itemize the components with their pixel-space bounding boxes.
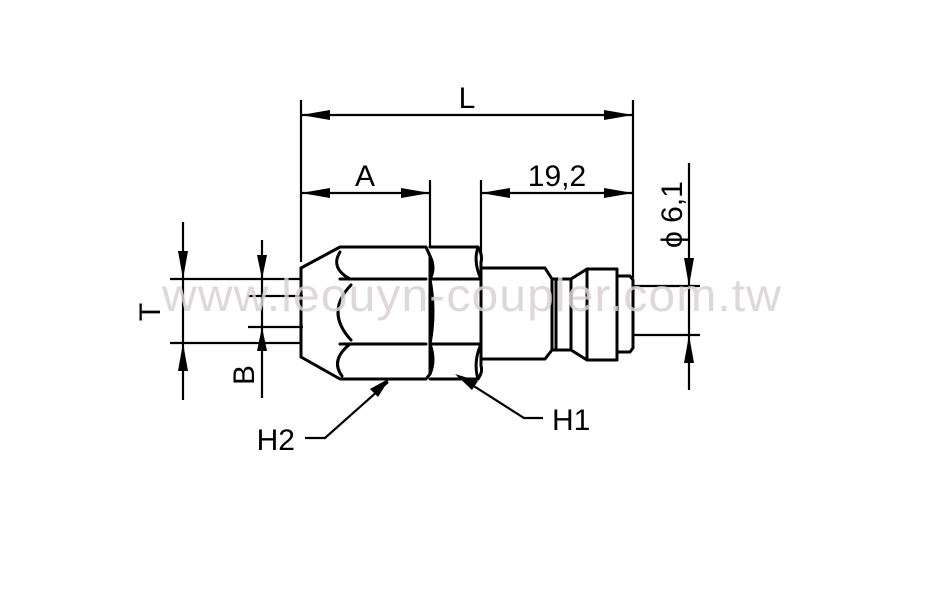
label-B: B <box>228 365 261 385</box>
leader-h1: H1 <box>455 374 590 437</box>
dimension-diameter: ϕ 6,1 <box>633 163 700 390</box>
label-19-2: 19,2 <box>528 160 586 193</box>
label-L: L <box>459 82 476 115</box>
leader-h2: H2 <box>257 378 390 457</box>
label-T: T <box>134 303 167 321</box>
dimension-L: L <box>301 82 633 120</box>
dimension-19-2: 19,2 <box>481 160 633 198</box>
dimension-T: T <box>134 222 301 400</box>
nut-h1 <box>428 245 484 381</box>
label-H2: H2 <box>257 424 295 457</box>
watermark-text: www.leouyn-coupler.com.tw <box>161 269 782 321</box>
label-H1: H1 <box>552 404 590 437</box>
dimension-A: A <box>301 160 430 198</box>
label-diameter: ϕ 6,1 <box>656 181 689 248</box>
dimension-B: B <box>228 240 303 398</box>
plug-body <box>479 266 635 362</box>
label-A: A <box>355 160 375 193</box>
